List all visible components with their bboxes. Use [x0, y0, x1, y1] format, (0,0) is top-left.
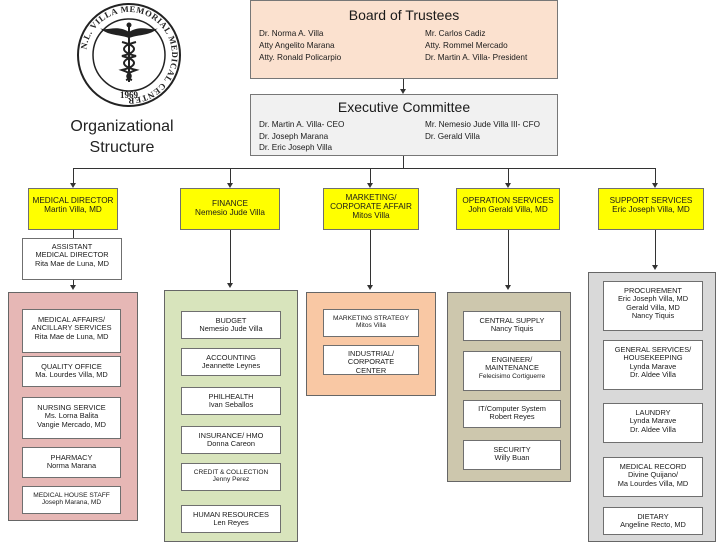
unit-insurance-hmo: INSURANCE/ HMO Donna Careon [181, 426, 281, 454]
executive-committee: Executive Committee Dr. Martin A. Villa-… [250, 94, 558, 156]
arrow-down-icon [367, 183, 373, 188]
connector [230, 168, 231, 184]
connector [230, 230, 231, 284]
exec-member: Mr. Nemesio Jude Villa III- CFO [425, 120, 540, 129]
dept-medical-director: MEDICAL DIRECTOR Martin Villa, MD [28, 188, 118, 230]
arrow-down-icon [70, 285, 76, 290]
connector [73, 168, 74, 184]
arrow-down-icon [227, 183, 233, 188]
arrow-down-icon [505, 183, 511, 188]
dept-marketing: MARKETING/ CORPORATE AFFAIR Mitos Villa [323, 188, 419, 230]
assistant-medical-director: ASSISTANT MEDICAL DIRECTOR Rita Mae de L… [22, 238, 122, 280]
board-member: Atty Angelito Marana [259, 41, 335, 50]
unit-central-supply: CENTRAL SUPPLY Nancy Tiquis [463, 311, 561, 341]
dept-support-services: SUPPORT SERVICES Eric Joseph Villa, MD [598, 188, 704, 230]
dept-operation-services: OPERATION SERVICES John Gerald Villa, MD [456, 188, 560, 230]
exec-title: Executive Committee [337, 99, 471, 115]
connector [508, 168, 509, 184]
exec-member: Dr. Joseph Marana [259, 131, 329, 141]
exec-member: Dr. Eric Joseph Villa [259, 143, 333, 152]
arrow-down-icon [227, 283, 233, 288]
arrow-down-icon [652, 183, 658, 188]
board-title: Board of Trustees [348, 7, 460, 23]
unit-credit-collection: CREDIT & COLLECTION Jenny Perez [181, 463, 281, 491]
connector [73, 168, 655, 169]
board-member: Dr. Martin A. Villa- President [425, 53, 528, 62]
unit-medical-house-staff: MEDICAL HOUSE STAFF Joseph Marana, MD [22, 486, 121, 514]
unit-pharmacy: PHARMACY Norma Marana [22, 447, 121, 478]
connector [655, 168, 656, 184]
arrow-down-icon [70, 183, 76, 188]
unit-industrial-corporate-center: INDUSTRIAL/ CORPORATE CENTER [323, 345, 419, 375]
hospital-seal: N.L. VILLA MEMORIAL MEDICAL CENTER 1969 [76, 2, 182, 108]
board-member: Atty. Ronald Policarpio [259, 53, 342, 62]
board-of-trustees: Board of Trustees Dr. Norma A. Villa Att… [250, 0, 558, 79]
unit-philhealth: PHILHEALTH Ivan Seballos [181, 387, 281, 415]
connector [73, 280, 74, 286]
page-title-line1: Organizational [70, 118, 174, 135]
arrow-down-icon [400, 89, 406, 94]
unit-engineer-maintenance: ENGINEER/ MAINTENANCE Felecisimo Cortigu… [463, 351, 561, 391]
connector [508, 230, 509, 286]
connector [73, 230, 74, 238]
board-member: Dr. Norma A. Villa [259, 29, 324, 38]
exec-member: Dr. Gerald Villa [425, 131, 480, 141]
unit-dietary: DIETARY Angeline Recto, MD [603, 507, 703, 535]
connector [370, 168, 371, 184]
unit-accounting: ACCOUNTING Jeannette Leynes [181, 348, 281, 376]
unit-quality-office: QUALITY OFFICE Ma. Lourdes Villa, MD [22, 356, 121, 387]
exec-member: Dr. Martin A. Villa- CEO [259, 120, 345, 129]
unit-laundry: LAUNDRY Lynda Marave Dr. Aldee Villa [603, 403, 703, 443]
unit-nursing-service: NURSING SERVICE Ms. Lorna Balita Vangie … [22, 397, 121, 439]
caduceus-seal-icon: N.L. VILLA MEMORIAL MEDICAL CENTER 1969 [77, 3, 181, 107]
unit-medical-affairs: MEDICAL AFFAIRS/ ANCILLARY SERVICES Rita… [22, 309, 121, 353]
unit-human-resources: HUMAN RESOURCES Len Reyes [181, 505, 281, 533]
arrow-down-icon [367, 285, 373, 290]
page-title: Organizational Structure [52, 116, 192, 158]
board-member: Atty. Rommel Mercado [425, 41, 508, 50]
arrow-down-icon [652, 265, 658, 270]
page-title-line2: Structure [89, 139, 155, 156]
connector [370, 230, 371, 286]
unit-medical-record: MEDICAL RECORD Divine Quijano/ Ma Lourde… [603, 457, 703, 497]
unit-procurement: PROCUREMENT Eric Joseph Villa, MD Gerald… [603, 281, 703, 331]
unit-security: SECURITY Willy Buan [463, 440, 561, 470]
marketing-panel [306, 292, 436, 396]
dept-finance: FINANCE Nemesio Jude Villa [180, 188, 280, 230]
unit-it-computer-system: IT/Computer System Robert Reyes [463, 400, 561, 428]
connector [655, 230, 656, 266]
svg-text:1969: 1969 [120, 90, 139, 100]
connector [403, 156, 404, 168]
connector [403, 79, 404, 89]
arrow-down-icon [505, 285, 511, 290]
unit-marketing-strategy: MARKETING STRATEGY Mitos Villa [323, 309, 419, 337]
unit-budget: BUDGET Nemesio Jude Villa [181, 311, 281, 339]
unit-general-services: GENERAL SERVICES/ HOUSEKEEPING Lynda Mar… [603, 340, 703, 390]
board-member: Mr. Carlos Cadiz [425, 29, 486, 38]
